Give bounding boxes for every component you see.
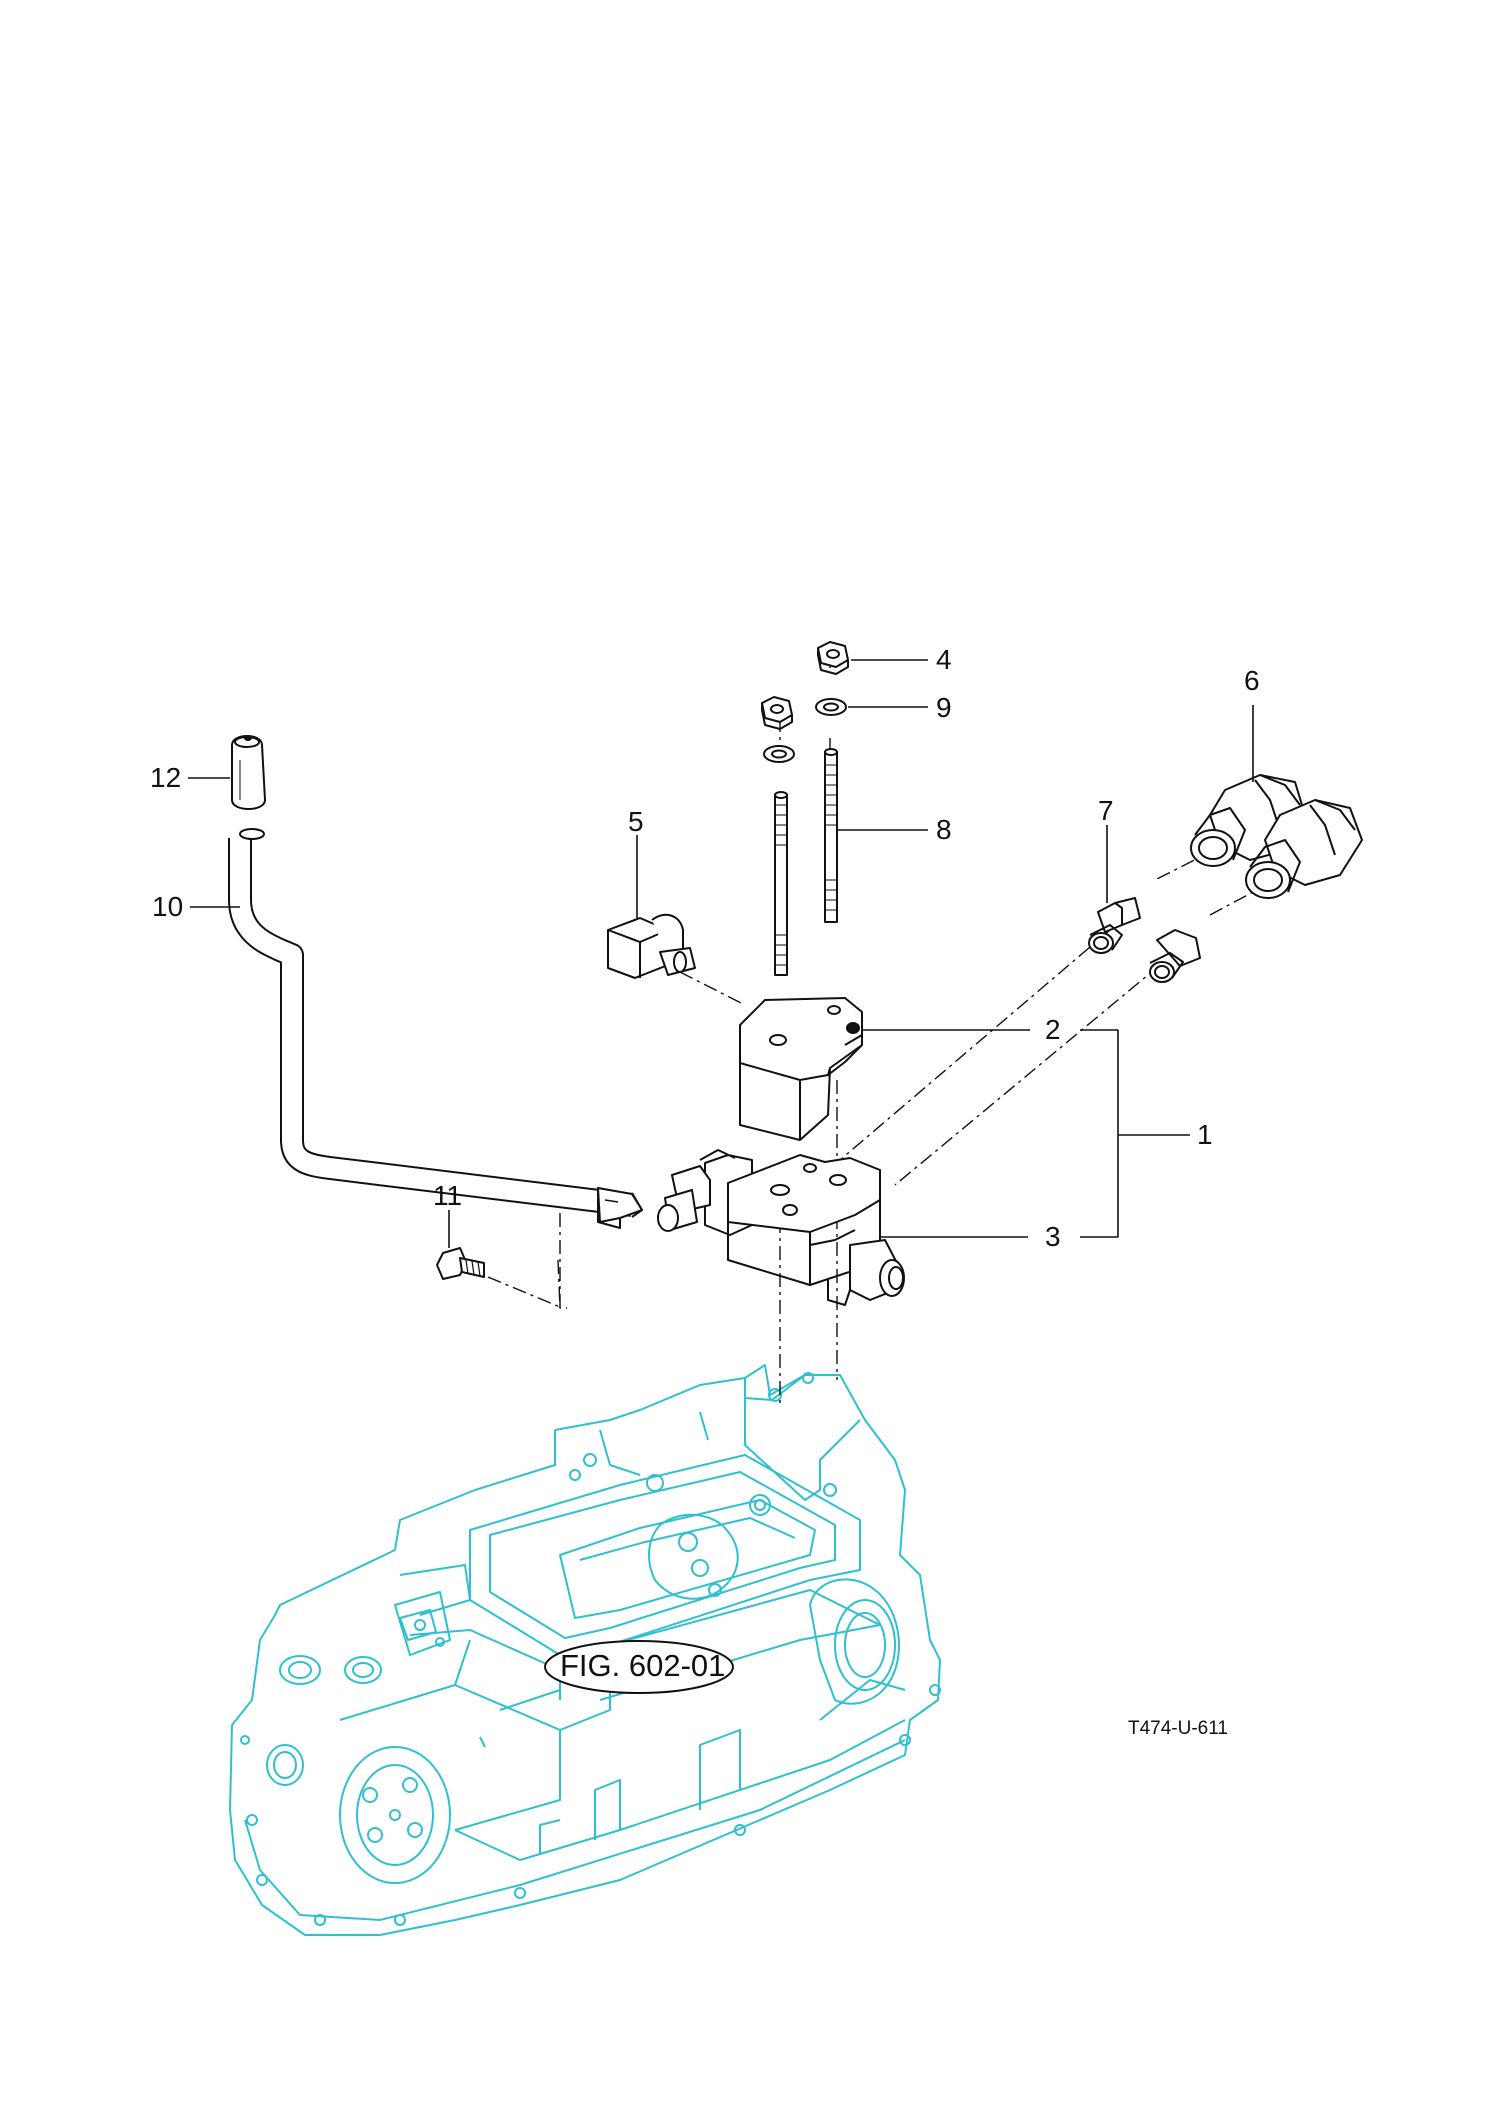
hex-nut-part-4 bbox=[817, 641, 849, 675]
stud-part-8 bbox=[824, 748, 838, 923]
washer-part-9 bbox=[815, 698, 847, 716]
leader-lines bbox=[188, 659, 1254, 1248]
lever-rod-part-10 bbox=[228, 828, 643, 1218]
valve-body-part-3 bbox=[657, 1149, 905, 1306]
figure-reference-frame bbox=[544, 1640, 734, 1694]
callout-1: 1 bbox=[1197, 1119, 1213, 1150]
adapter-fitting-part-7 bbox=[1088, 897, 1141, 954]
hex-nut-left bbox=[761, 696, 793, 730]
callout-5: 5 bbox=[628, 806, 644, 837]
callout-8: 8 bbox=[936, 814, 952, 845]
callout-12: 12 bbox=[150, 762, 182, 793]
callout-10: 10 bbox=[152, 891, 184, 922]
adapter-fitting-lower bbox=[1149, 929, 1201, 983]
callout-11: 11 bbox=[433, 1180, 463, 1211]
washer-left bbox=[763, 745, 795, 763]
callout-3: 3 bbox=[1045, 1221, 1061, 1252]
knob-part-12 bbox=[231, 735, 266, 810]
stud-short bbox=[774, 791, 788, 976]
lever-clevis bbox=[597, 1187, 643, 1229]
bolt-part-11 bbox=[436, 1247, 485, 1280]
callout-4: 4 bbox=[936, 644, 952, 675]
quick-coupler-lower bbox=[1245, 799, 1363, 899]
callout-7: 7 bbox=[1098, 795, 1114, 826]
callout-6: 6 bbox=[1244, 665, 1260, 696]
elbow-fitting-part-5 bbox=[607, 913, 696, 979]
callout-2: 2 bbox=[1045, 1014, 1061, 1045]
callout-9: 9 bbox=[936, 692, 952, 723]
valve-cover-part-2 bbox=[739, 997, 863, 1141]
drawing-number: T474-U-611 bbox=[1128, 1718, 1228, 1739]
figure-reference-label: FIG. 602-01 bbox=[560, 1648, 726, 1683]
